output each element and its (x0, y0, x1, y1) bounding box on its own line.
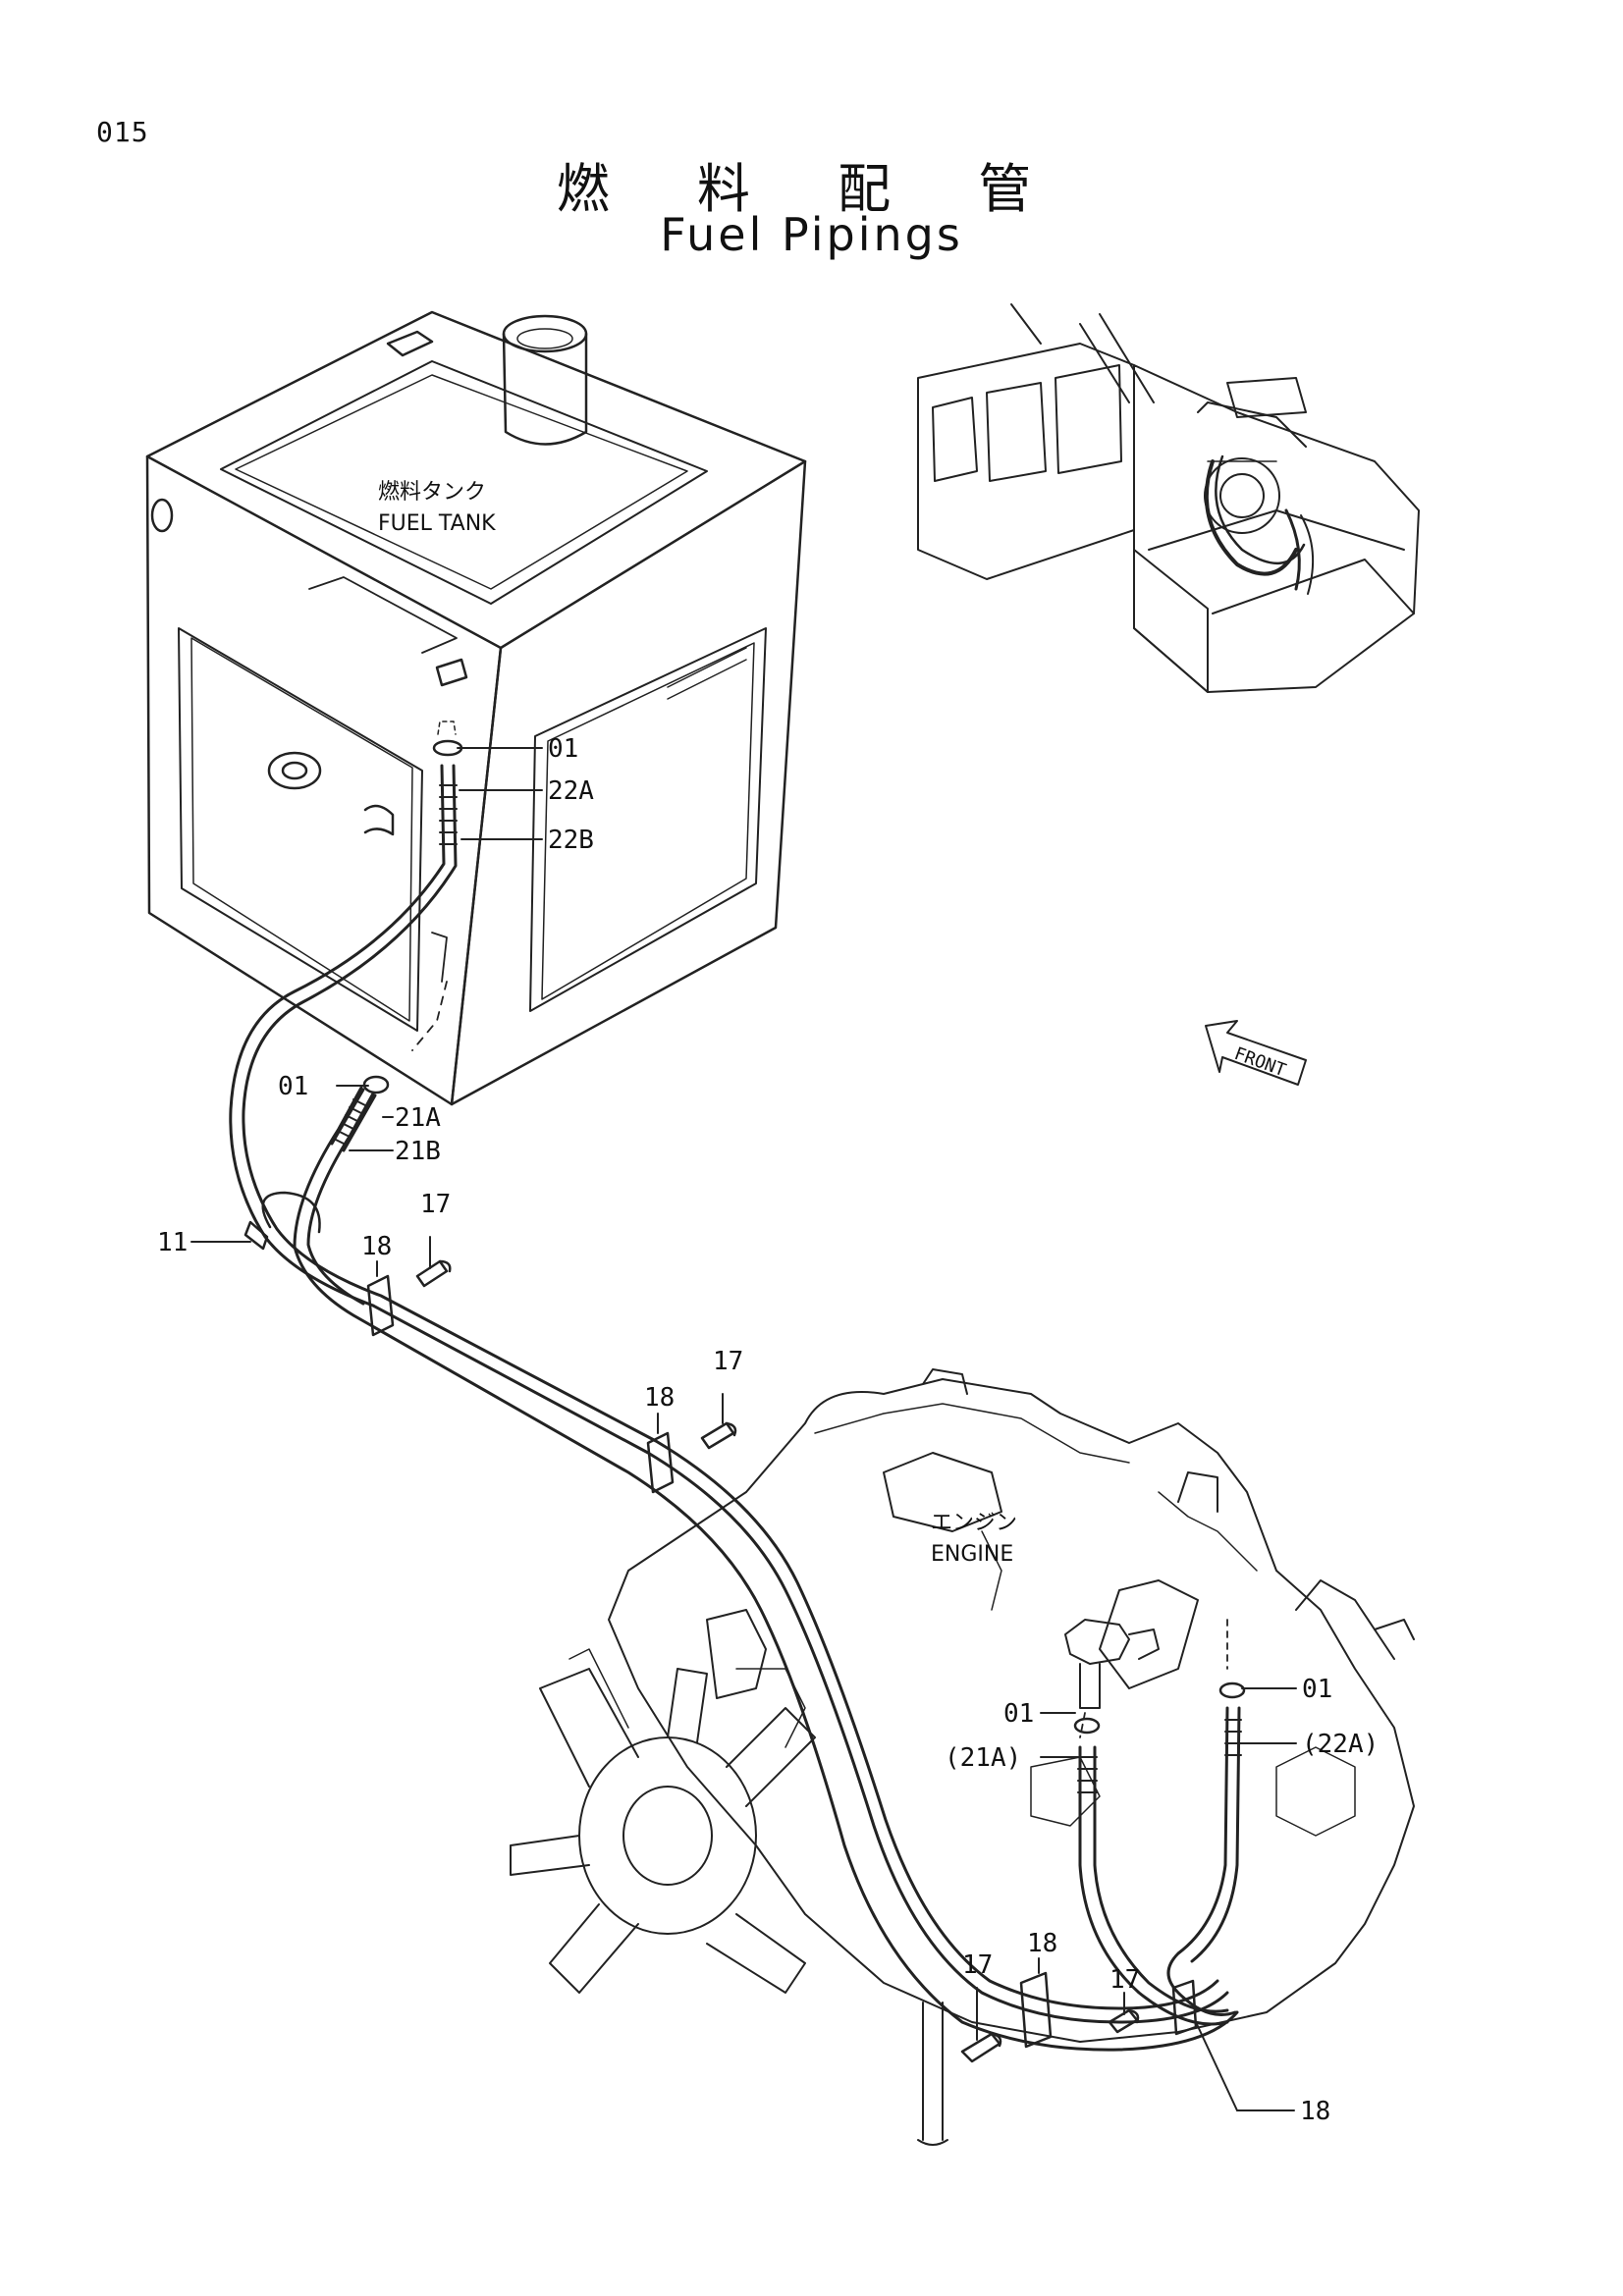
engine-label-jp: エンジン (931, 1511, 1017, 1535)
callout-tank-hose-b: 22B (548, 826, 594, 855)
callout-bracket-3: 18 (1027, 1929, 1057, 1958)
engine-drawing (510, 1368, 1415, 2146)
callout-bracket-2: 18 (644, 1383, 675, 1413)
front-arrow-label: FRONT (1231, 1043, 1288, 1081)
callout-bolt-2: 17 (713, 1347, 743, 1376)
front-arrow (1205, 1020, 1307, 1086)
fuel-hoses (229, 721, 1246, 2052)
title-japanese: 燃 料 配 管 (556, 158, 1067, 220)
callout-bolt-1: 17 (420, 1190, 451, 1219)
engine-fan (510, 1648, 816, 1994)
brackets-and-bolts (366, 1259, 1198, 2063)
callout-bolt-4: 17 (1109, 1965, 1140, 1995)
title-english: Fuel Pipings (660, 208, 963, 261)
excavator-inset-drawing (917, 303, 1420, 693)
callout-band: 11 (157, 1228, 188, 1257)
fuel-tank-drawing (145, 310, 807, 1106)
callout-engine-clamp-right: 01 (1302, 1675, 1332, 1704)
fuel-tank-label-jp: 燃料タンク (378, 480, 486, 505)
callout-engine-hose-left: (21A) (945, 1743, 1021, 1773)
leader-lines (190, 747, 1297, 2111)
callout-tank-bottom-hose-a: 21A (395, 1103, 441, 1133)
callout-engine-clamp-left: 01 (1003, 1699, 1034, 1729)
callout-bolt-3: 17 (962, 1950, 993, 1980)
engine-label-en: ENGINE (931, 1542, 1013, 1567)
callout-tank-bottom-clamp: 01 (278, 1072, 308, 1101)
fuel-tank-label-en: FUEL TANK (378, 511, 496, 536)
callout-tank-hose-a: 22A (548, 776, 594, 806)
callout-tank-clamp: 01 (548, 734, 578, 764)
callout-bracket-4: 18 (1300, 2097, 1330, 2126)
callout-tank-bottom-hose-b: 21B (395, 1137, 441, 1166)
page-number: 015 (96, 116, 149, 148)
callout-bracket-1: 18 (361, 1232, 392, 1261)
callout-engine-hose-right: (22A) (1302, 1730, 1379, 1759)
